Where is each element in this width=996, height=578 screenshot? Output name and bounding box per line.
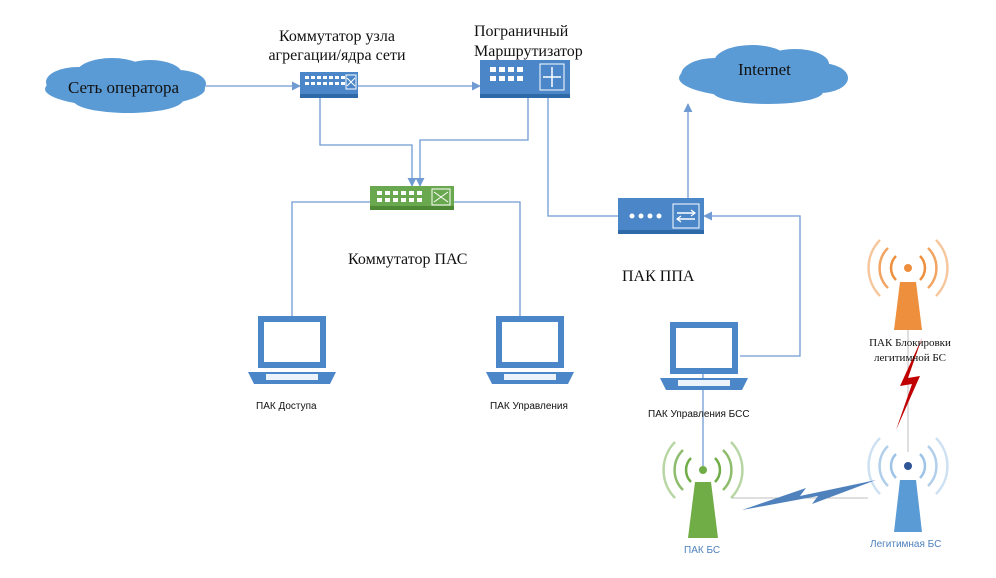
firewall-icon-ppa — [618, 198, 704, 234]
switch-icon-aggregation — [300, 72, 358, 98]
label-agg-switch-line1: Коммутатор узла — [279, 28, 395, 45]
label-pak-bs: ПАК БС — [684, 545, 721, 556]
link-bss-pc-to-ppa — [703, 211, 801, 357]
radio-tower-icon-pak-bs — [662, 441, 744, 538]
radio-tower-icon-block — [867, 239, 949, 330]
label-operator-net: Сеть оператора — [68, 78, 180, 97]
label-border-router: Пограничный Маршрутизатор — [474, 22, 583, 62]
label-block-bs: ПАК Блокировки легитимной БС — [850, 336, 970, 366]
label-legit-bs: Легитимная БС — [870, 539, 942, 550]
label-access-pc: ПАК Доступа — [256, 401, 317, 412]
connectors — [206, 81, 801, 466]
label-border-router-line2: Маршрутизатор — [474, 43, 583, 60]
radio-tower-icon-legit — [867, 437, 949, 532]
label-border-router-line1: Пограничный — [474, 23, 569, 40]
label-mgmt-pc: ПАК Управления — [490, 401, 568, 412]
lightning-bolt-icon-blue — [742, 480, 876, 510]
laptop-icon-access — [248, 316, 336, 384]
laptop-icon-management — [486, 316, 574, 384]
link-router-to-pas — [415, 98, 529, 187]
switch-icon-pas — [370, 186, 454, 210]
label-block-bs-line1: ПАК Блокировки — [869, 337, 951, 349]
router-icon-border — [480, 60, 570, 98]
lightning-bolt-icon-red — [896, 338, 922, 430]
label-internet: Internet — [738, 60, 791, 79]
link-pas-to-mgmt-pc — [452, 201, 521, 316]
radio-links — [732, 300, 909, 499]
label-ppa: ПАК ППА — [622, 268, 695, 285]
laptop-icon-bss — [660, 322, 748, 390]
link-agg-switch-to-pas — [319, 98, 417, 187]
label-agg-switch-line2: агрегации/ядра сети — [268, 47, 406, 64]
label-pas-switch: Коммутатор ПАС — [348, 251, 468, 268]
cloud-icon-operator — [45, 58, 206, 113]
link-router-to-ppa — [547, 98, 618, 217]
label-agg-switch: Коммутатор узла агрегации/ядра сети — [262, 27, 412, 65]
label-bss-pc: ПАК Управления БСС — [648, 409, 750, 420]
cloud-icon-internet — [679, 45, 848, 104]
link-pas-to-access-pc — [291, 201, 372, 316]
label-block-bs-line2: легитимной БС — [873, 352, 947, 364]
